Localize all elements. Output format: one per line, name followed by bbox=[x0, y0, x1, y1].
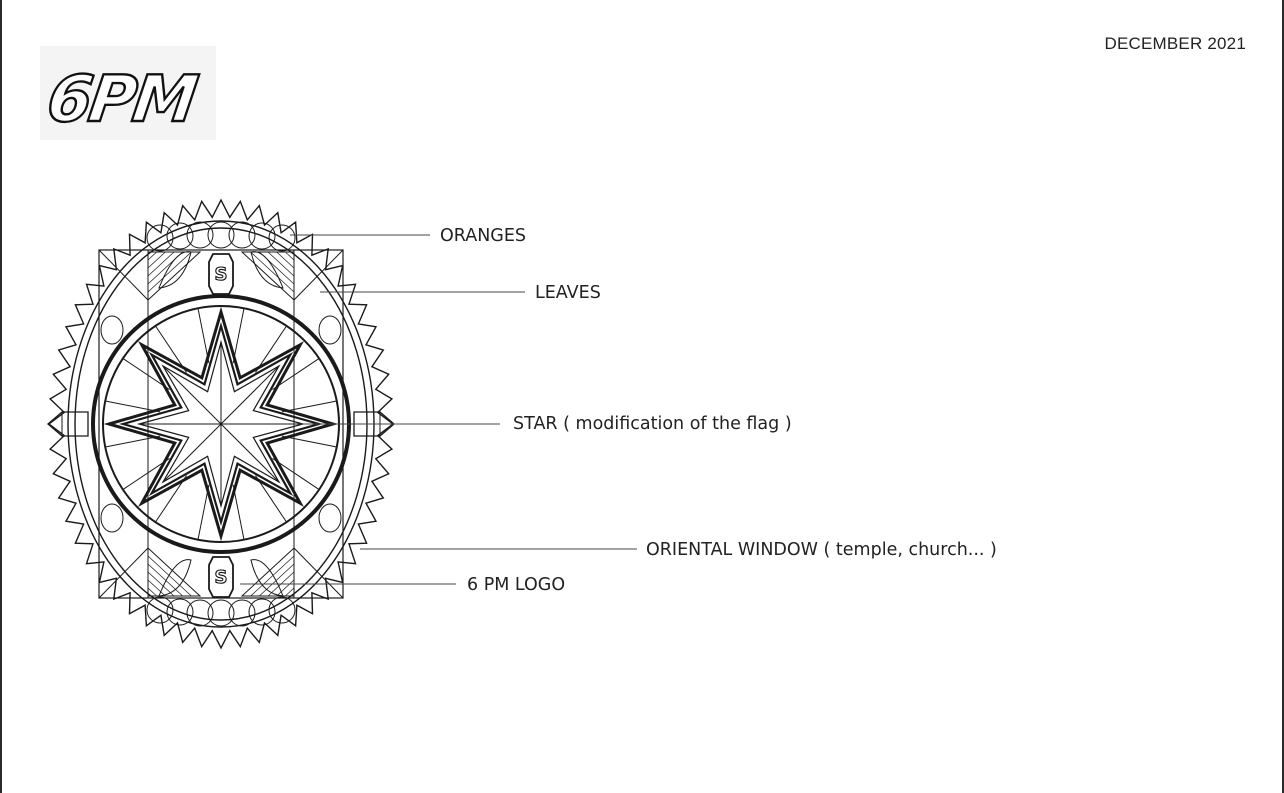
leaf-panel bbox=[147, 251, 202, 302]
orange-top bbox=[146, 224, 174, 252]
logo-badge-top: S bbox=[208, 253, 234, 295]
zigzag-border bbox=[47, 198, 395, 650]
star-spoke bbox=[162, 423, 222, 483]
orange-bottom bbox=[166, 598, 194, 626]
orange-side bbox=[318, 315, 342, 345]
brand-logo-text: 6PM bbox=[43, 62, 202, 137]
leaf-panel bbox=[147, 546, 202, 597]
orange-top bbox=[166, 222, 194, 250]
leaf-shape bbox=[250, 251, 284, 289]
label-leaves: LEAVES bbox=[535, 283, 601, 303]
orange-bottom bbox=[146, 596, 174, 624]
corner-diagonal bbox=[293, 547, 344, 599]
radial-ray bbox=[105, 435, 161, 448]
leaf-hatch bbox=[147, 251, 175, 277]
left-diamond bbox=[47, 411, 89, 437]
logo-background bbox=[40, 46, 216, 140]
leaf-hatch bbox=[267, 251, 295, 277]
leaf-hatch bbox=[147, 555, 192, 597]
star-outline-middle bbox=[118, 321, 324, 527]
radial-ray bbox=[255, 475, 287, 523]
orange-bottom bbox=[248, 598, 276, 626]
radial-segments bbox=[105, 308, 337, 540]
radial-ray bbox=[232, 308, 245, 364]
leaf-hatch bbox=[147, 563, 183, 597]
star-spoke bbox=[220, 423, 280, 483]
leaf-panel bbox=[240, 546, 295, 597]
orange-top bbox=[228, 221, 256, 249]
leaf-hatch bbox=[147, 251, 192, 293]
leaf-hatch bbox=[147, 251, 166, 269]
label-star: STAR ( modification of the flag ) bbox=[513, 414, 792, 434]
leaf-hatch bbox=[147, 587, 157, 597]
star-outline-outer bbox=[103, 306, 339, 542]
star-spoke bbox=[220, 365, 280, 425]
svg-text:S: S bbox=[215, 567, 228, 588]
radial-ray bbox=[197, 308, 210, 364]
radial-ray bbox=[105, 400, 161, 413]
leaf-hatch bbox=[285, 251, 295, 261]
star-spoke bbox=[162, 365, 222, 425]
leaf-hatch bbox=[250, 555, 295, 597]
radial-ray bbox=[155, 325, 187, 373]
leaf-hatch bbox=[276, 251, 295, 269]
orange-bottom bbox=[228, 599, 256, 627]
radial-ray bbox=[232, 484, 245, 540]
orange-top bbox=[268, 224, 296, 252]
leaf-shape bbox=[158, 251, 192, 289]
radial-ray bbox=[272, 458, 320, 490]
svg-text:S: S bbox=[215, 264, 228, 285]
leaf-hatch bbox=[259, 563, 295, 597]
leaf-hatch bbox=[147, 579, 166, 597]
leaf-hatch bbox=[147, 251, 157, 261]
orange-bottom bbox=[207, 599, 235, 627]
logo-badge-bottom: S bbox=[208, 556, 234, 598]
orange-side bbox=[100, 315, 124, 345]
radial-ray bbox=[281, 435, 337, 448]
radial-ray bbox=[155, 475, 187, 523]
radial-ray bbox=[255, 325, 287, 373]
orange-bottom bbox=[186, 599, 214, 627]
leaf-hatch bbox=[276, 579, 295, 597]
orange-side bbox=[100, 503, 124, 533]
orange-side bbox=[318, 503, 342, 533]
corner-diagonal bbox=[98, 547, 149, 599]
orange-top bbox=[186, 221, 214, 249]
radial-ray bbox=[122, 458, 170, 490]
eight-point-star bbox=[103, 306, 339, 542]
leaf-shape bbox=[158, 559, 192, 597]
orange-top bbox=[207, 221, 235, 249]
oranges-motif bbox=[100, 221, 342, 627]
label-oriental-window: ORIENTAL WINDOW ( temple, church... ) bbox=[646, 540, 997, 560]
leaf-hatch bbox=[250, 251, 295, 293]
document-date: DECEMBER 2021 bbox=[1104, 34, 1246, 53]
leaf-hatch bbox=[147, 571, 175, 597]
radial-ray bbox=[122, 358, 170, 390]
radial-ray bbox=[281, 400, 337, 413]
brand-logo: 6PM bbox=[42, 61, 203, 138]
orange-bottom bbox=[268, 596, 296, 624]
radial-ray bbox=[272, 358, 320, 390]
orange-top bbox=[248, 222, 276, 250]
corner-diagonal bbox=[293, 249, 344, 301]
radial-ray bbox=[197, 484, 210, 540]
corner-diagonal bbox=[98, 249, 149, 301]
leaf-hatch bbox=[285, 587, 295, 597]
label-6pm-logo: 6 PM LOGO bbox=[467, 575, 565, 595]
label-oranges: ORANGES bbox=[440, 226, 526, 246]
leaf-panel bbox=[240, 251, 295, 302]
leaf-shape bbox=[250, 559, 284, 597]
